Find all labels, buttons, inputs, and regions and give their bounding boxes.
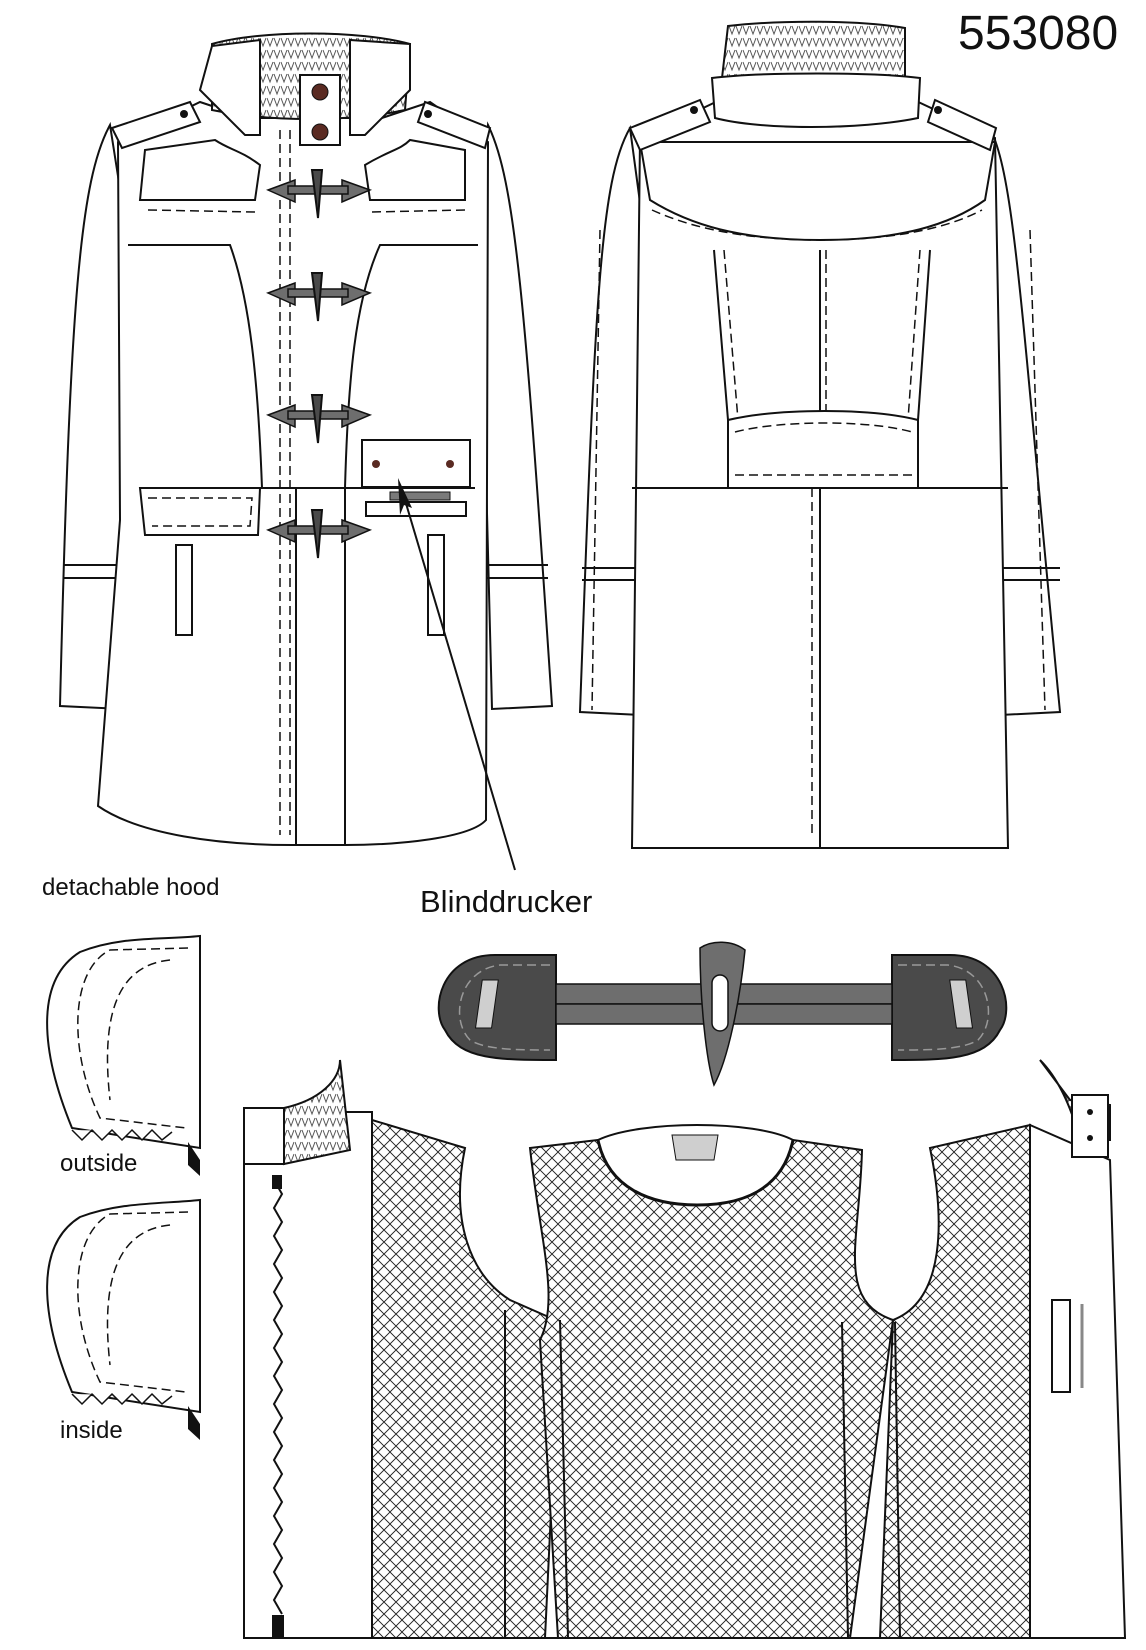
front-right-welt-pocket	[427, 534, 445, 636]
back-view	[578, 20, 1062, 849]
epaulette-right-button-icon	[424, 110, 432, 118]
epaulette-button-icon	[934, 106, 942, 114]
style-number: 553080	[958, 7, 1119, 60]
back-left-epaulette	[628, 98, 712, 152]
hood-inside-label: inside	[60, 1417, 123, 1444]
hood-inside-drawing	[46, 1198, 201, 1440]
back-collar-band	[710, 72, 922, 128]
toggle-right-leather-tab	[891, 954, 1008, 1062]
toggle-button-icon	[266, 272, 373, 322]
inner-welt-pocket	[1051, 1299, 1071, 1393]
front-left-pocket-flap	[138, 487, 262, 536]
front-left-sleeve	[58, 121, 130, 711]
blinddrucker-callout: Blinddrucker	[420, 884, 593, 919]
zipper-icon	[188, 1406, 200, 1440]
inside-view	[243, 1059, 1127, 1639]
inside-left-facing	[243, 1111, 373, 1639]
snap-button-icon	[311, 123, 329, 141]
callout-leader-line	[401, 489, 516, 871]
back-knit-collar	[720, 20, 906, 79]
snap-button-icon	[311, 83, 329, 101]
inner-brand-label	[671, 1134, 719, 1161]
inside-right-lining	[878, 1123, 1031, 1639]
toggle-detail-drawing	[437, 941, 1008, 1087]
front-view	[58, 32, 554, 871]
back-right-epaulette	[926, 98, 998, 152]
front-right-pocket-flap	[361, 439, 471, 488]
front-right-sleeve	[478, 121, 554, 711]
front-left-yoke	[138, 138, 262, 201]
toggle-button-icon	[266, 394, 373, 444]
inside-right-facing	[1029, 1123, 1127, 1639]
front-right-epaulette	[416, 100, 492, 150]
toggle-button-icon	[266, 169, 373, 219]
front-right-yoke	[363, 138, 466, 201]
zipper-icon	[272, 1179, 284, 1615]
snap-button-icon	[1087, 1109, 1093, 1115]
inside-left-lining	[371, 1118, 562, 1639]
back-belt	[727, 410, 919, 489]
hood-outside-label: outside	[60, 1150, 138, 1177]
toggle-left-leather-tab	[437, 954, 557, 1062]
hood-outside-drawing	[46, 934, 201, 1176]
front-left-welt-pocket	[175, 544, 193, 636]
epaulette-left-button-icon	[180, 110, 188, 118]
inside-back-lining	[528, 1138, 895, 1639]
rivet-icon	[372, 460, 380, 468]
blinddrucker-patch	[365, 501, 467, 517]
detachable-hood-title: detachable hood	[42, 874, 220, 901]
epaulette-button-icon	[690, 106, 698, 114]
front-left-epaulette	[110, 100, 202, 150]
rivet-icon	[446, 460, 454, 468]
snap-button-icon	[1087, 1135, 1093, 1141]
toggle-button-icon	[266, 509, 373, 559]
arrow-pointer-icon	[398, 478, 412, 515]
zipper-icon	[188, 1142, 200, 1176]
